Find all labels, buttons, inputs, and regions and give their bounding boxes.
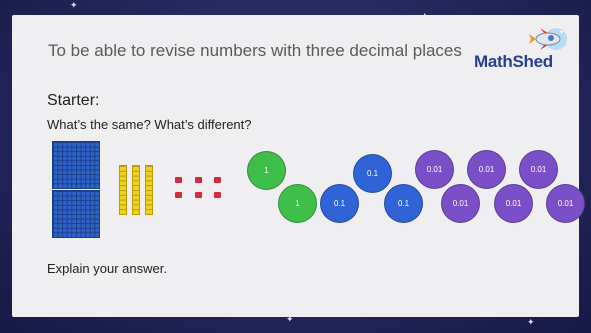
unit-cube (214, 192, 221, 198)
counter-label: 0.1 (397, 199, 410, 208)
unit-cube (195, 192, 202, 198)
svg-text:✦: ✦ (559, 29, 564, 36)
counter-label: 0.1 (366, 169, 379, 178)
counter-label: 0.01 (426, 165, 443, 174)
logo-text: MathShed (474, 52, 553, 71)
counter-tenth: 0.1 (353, 154, 392, 193)
star-icon: ✦ (286, 314, 294, 324)
star-icon: ✦ (527, 317, 535, 327)
counter-hundredth: 0.01 (467, 150, 506, 189)
counter-tenth: 0.1 (384, 184, 423, 223)
counter-label: 0.01 (557, 199, 574, 208)
counter-hundredth: 0.01 (546, 184, 585, 223)
counter-label: 0.01 (478, 165, 495, 174)
starter-heading: Starter: (47, 92, 100, 109)
ten-rod (145, 165, 153, 215)
question-text: What’s the same? What’s different? (47, 117, 252, 132)
counter-label: 0.01 (530, 165, 547, 174)
ten-rod (132, 165, 140, 215)
counter-tenth: 0.1 (320, 184, 359, 223)
ten-rod (119, 165, 127, 215)
counter-label: 0.1 (333, 199, 346, 208)
explain-prompt: Explain your answer. (47, 261, 167, 276)
slide-title: To be able to revise numbers with three … (48, 41, 462, 60)
counter-hundredth: 0.01 (441, 184, 480, 223)
rocket-icon: ✦ (529, 28, 567, 50)
hundred-flat (52, 141, 100, 189)
counter-label: 0.01 (452, 199, 469, 208)
unit-cube (195, 177, 202, 183)
counter-hundredth: 0.01 (494, 184, 533, 223)
unit-cube (175, 177, 182, 183)
counter-label: 1 (264, 166, 269, 175)
unit-cube (214, 177, 221, 183)
unit-cube (175, 192, 182, 198)
hundred-flat (52, 190, 100, 238)
counter-hundredth: 0.01 (519, 150, 558, 189)
counter-label: 1 (295, 199, 300, 208)
counter-label: 0.01 (505, 199, 522, 208)
counter-one: 1 (278, 184, 317, 223)
mathshed-logo: ✦ MathShed (474, 25, 572, 80)
counter-one: 1 (247, 151, 286, 190)
star-icon: ✦ (70, 0, 78, 10)
slide-canvas: To be able to revise numbers with three … (12, 15, 585, 317)
counter-hundredth: 0.01 (415, 150, 454, 189)
